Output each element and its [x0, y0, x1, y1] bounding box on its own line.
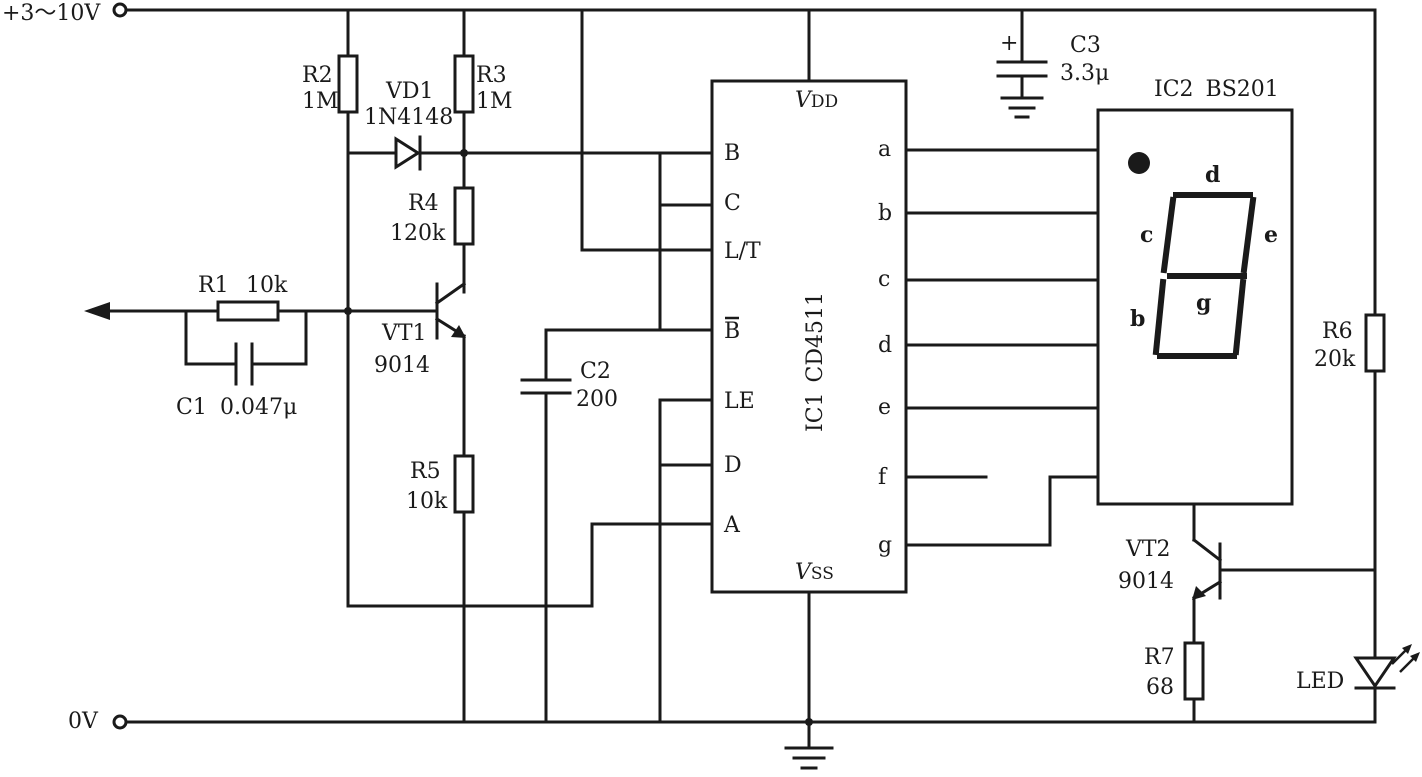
ic1-pin-2: L/T [724, 239, 761, 264]
ic1-title: IC1CD4511 [803, 292, 828, 432]
r7-ref: R7 [1144, 645, 1175, 670]
c3-ref: C3 [1070, 33, 1101, 58]
r6-value: 20k [1314, 347, 1356, 372]
r2-value: 1M [302, 89, 339, 114]
resistor-r3 [453, 54, 475, 114]
segment-e [1240, 196, 1257, 274]
ic1-pin-g: g [878, 533, 892, 558]
segment-a [1232, 278, 1247, 356]
supply-label: +3～10V [2, 1, 101, 26]
seg-label-b: b [1130, 306, 1145, 332]
ic1-pin-c: c [878, 267, 890, 292]
diode-vd1 [394, 135, 422, 171]
resistor-r2 [337, 54, 359, 114]
capacitor-c2 [520, 378, 572, 395]
ground-symbol-icon [784, 720, 834, 770]
ic1-pin-a: a [878, 137, 891, 162]
r1-value: 10k [246, 273, 288, 298]
r5-value: 10k [406, 489, 448, 514]
c2-value: 200 [576, 387, 618, 412]
vd1-ref: VD1 [385, 79, 434, 104]
r6-ref: R6 [1322, 319, 1353, 344]
ic1-vss-label: VSS [795, 560, 834, 585]
resistor-r5 [453, 454, 475, 514]
ic1-pin-e: e [878, 395, 891, 420]
decimal-point-icon [1128, 152, 1150, 174]
ic1-pin-4: LE [724, 389, 755, 414]
ic1-pin-5: D [724, 453, 742, 478]
ic1-cd4511 [710, 8, 908, 726]
ic1-pin-f: f [878, 465, 888, 490]
vt2-value: 9014 [1118, 569, 1174, 594]
ic1-vdd-label: VDD [795, 88, 838, 113]
seg-label-g: g [1196, 290, 1211, 316]
vt2-ref: VT2 [1125, 537, 1171, 562]
resistor-r4 [453, 186, 475, 246]
capacitor-c1 [184, 309, 308, 386]
ic1-pin-3: B [724, 319, 740, 344]
ground-rail [112, 714, 1377, 730]
capacitor-c3 [996, 60, 1048, 100]
resistor-r1 [216, 300, 280, 322]
r4-ref: R4 [408, 191, 439, 216]
r4-value: 120k [390, 221, 446, 246]
c1-value: 0.047μ [220, 395, 297, 420]
junction-dot [460, 149, 468, 157]
transistor-vt2 [1191, 537, 1377, 601]
segment-c [1160, 196, 1177, 274]
ic1-right-pins: a b c d e f g [878, 137, 892, 558]
led-icon [1353, 644, 1420, 690]
r3-value: 1M [476, 89, 513, 114]
r3-ref: R3 [476, 63, 507, 88]
segment-b [1152, 278, 1167, 356]
vt1-ref: VT1 [381, 321, 427, 346]
ground-label: 0V [68, 709, 99, 734]
input-arrow-icon [84, 302, 350, 320]
c3-polarity: + [1000, 31, 1018, 56]
r5-ref: R5 [410, 459, 441, 484]
ground-symbol-icon [1000, 96, 1044, 119]
ic1-pin-0: B [724, 141, 740, 166]
c3-value: 3.3μ [1060, 61, 1109, 86]
led-label: LED [1296, 669, 1344, 694]
ic1-pin-1: C [724, 191, 741, 216]
r7-value: 68 [1146, 675, 1174, 700]
r2-ref: R2 [302, 63, 333, 88]
ic1-pin-b: b [878, 201, 892, 226]
seg-label-d: d [1205, 162, 1220, 188]
vd1-value: 1N4148 [364, 105, 453, 130]
transistor-vt1 [346, 281, 467, 724]
seg-label-c: c [1140, 222, 1153, 248]
vt1-value: 9014 [374, 353, 430, 378]
supply-rail [112, 2, 1377, 18]
resistor-r6 [1364, 313, 1386, 373]
resistor-r7 [1183, 641, 1205, 701]
ic1-pin-d: d [878, 333, 892, 358]
r1-ref: R1 [198, 273, 229, 298]
c1-ref: C1 [176, 395, 207, 420]
seg-label-e: e [1264, 222, 1278, 248]
ic2-bs201 [1096, 108, 1294, 506]
c2-ref: C2 [580, 359, 611, 384]
ic1-pin-6: A [723, 513, 741, 538]
